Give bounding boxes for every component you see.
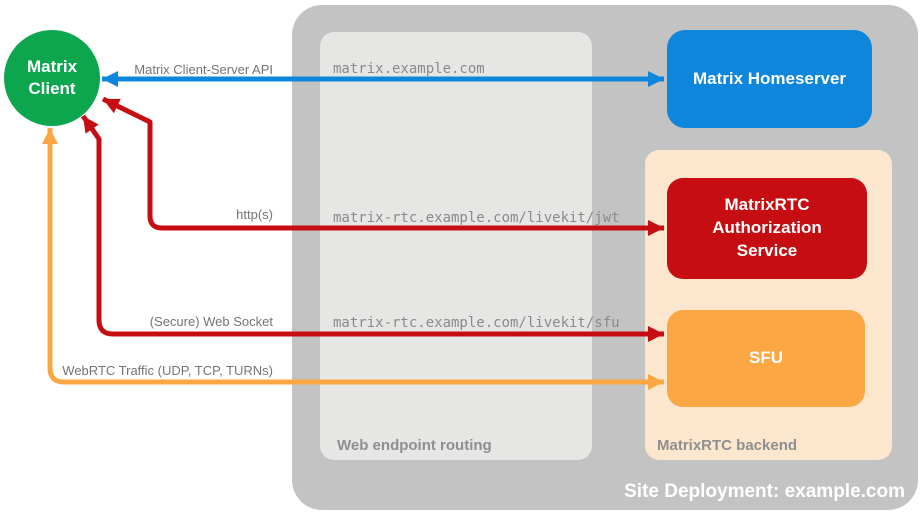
matrixrtc-auth-service-node: MatrixRTC Authorization Service (667, 178, 867, 279)
client-server-api-label: Matrix Client-Server API (134, 62, 273, 77)
endpoint-livekit-jwt: matrix-rtc.example.com/livekit/jwt (333, 210, 620, 226)
matrix-homeserver-node: Matrix Homeserver (667, 30, 872, 128)
https-label: http(s) (236, 207, 273, 222)
webrtc-traffic-label: WebRTC Traffic (UDP, TCP, TURNs) (62, 363, 273, 378)
sfu-node: SFU (667, 310, 865, 407)
matrix-homeserver-label: Matrix Homeserver (692, 68, 847, 88)
endpoint-homeserver: matrix.example.com (333, 61, 485, 77)
websocket-label: (Secure) Web Socket (149, 314, 273, 329)
web-endpoint-routing-box (320, 32, 592, 460)
matrixrtc-auth-service-label: MatrixRTC Authorization Service (712, 195, 822, 260)
web-endpoint-routing-label: Web endpoint routing (337, 437, 492, 454)
matrix-client-node: Matrix Client (4, 30, 100, 126)
site-deployment-label: Site Deployment: example.com (624, 481, 905, 502)
matrixrtc-backend-label: MatrixRTC backend (657, 437, 798, 454)
matrix-client-label: Matrix Client (26, 56, 78, 98)
endpoint-livekit-sfu: matrix-rtc.example.com/livekit/sfu (333, 315, 620, 331)
sfu-label: SFU (749, 348, 783, 368)
